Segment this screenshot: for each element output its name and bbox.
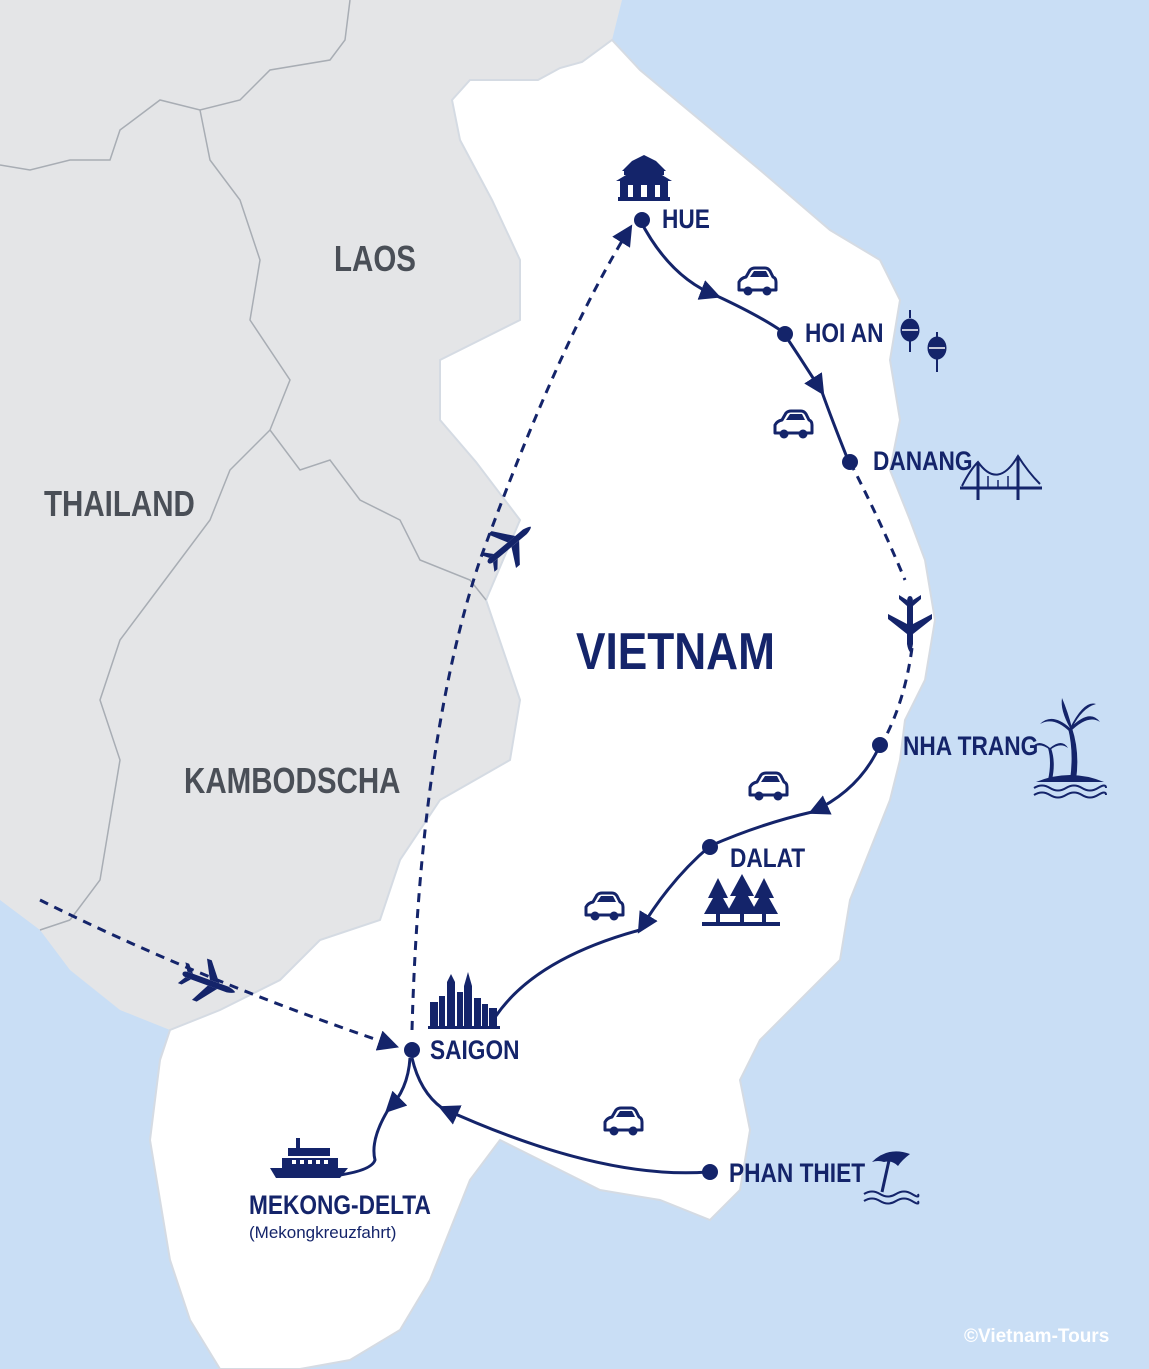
city-dot-dalat — [702, 839, 718, 855]
vietnam-land — [148, 38, 937, 1369]
city-label-dalat: DALAT — [730, 843, 806, 873]
flight-routes — [39, 224, 914, 1051]
neighbor-land — [0, 0, 622, 1030]
road-routes — [339, 219, 882, 1177]
city-dot-hue — [634, 212, 650, 228]
city-label-danang: DANANG — [873, 446, 973, 476]
wave-lines — [1033, 784, 1107, 799]
country-label-thailand: THAILAND — [44, 483, 195, 524]
city-label-phan-thiet: PHAN THIET — [729, 1158, 866, 1188]
skyline-icon — [428, 972, 500, 1029]
beach-umbrella-icon — [863, 1151, 920, 1205]
city-dot-saigon — [404, 1042, 420, 1058]
country-label-laos: LAOS — [334, 238, 417, 279]
city-label-hoi-an: HOI AN — [805, 318, 884, 348]
temple-icon — [616, 155, 672, 201]
city-dot-hoi-an — [777, 326, 793, 342]
city-label-nha-trang: NHA TRANG — [903, 731, 1039, 761]
city-label-mekong-delta: MEKONG-DELTA — [249, 1190, 431, 1220]
city-note-mekongkreuzfahrt: (Mekongkreuzfahrt) — [249, 1223, 397, 1242]
country-borders — [0, 0, 487, 931]
country-label-vietnam: VIETNAM — [576, 623, 775, 681]
boat-icon — [270, 1138, 348, 1178]
copyright-text: ©Vietnam-Tours — [964, 1326, 1110, 1347]
pine-trees-icon — [702, 874, 780, 926]
country-label-kambodscha: KAMBODSCHA — [184, 760, 401, 801]
city-dot-phan-thiet — [702, 1164, 718, 1180]
lantern-icon — [900, 310, 947, 372]
city-label-saigon: SAIGON — [430, 1035, 520, 1065]
palm-tree-icon — [1032, 698, 1104, 782]
city-dot-nha-trang — [872, 737, 888, 753]
city-dot-danang — [842, 454, 858, 470]
city-label-hue: HUE — [662, 204, 710, 234]
bridge-icon — [960, 454, 1042, 500]
